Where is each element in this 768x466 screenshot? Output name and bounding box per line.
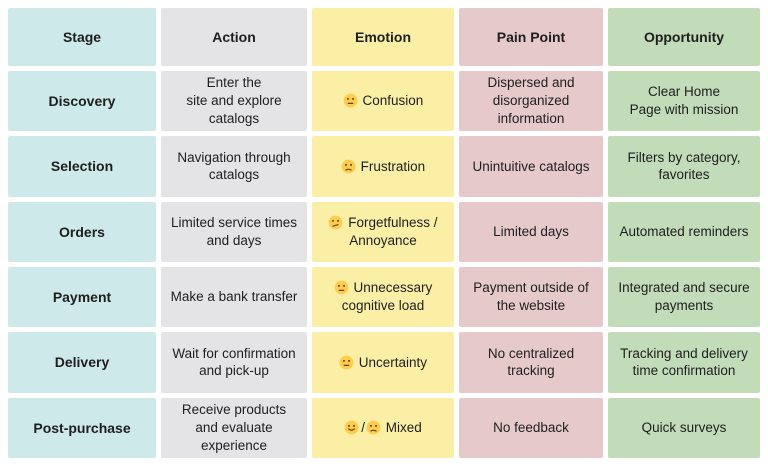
opportunity-cell: Quick surveys bbox=[608, 397, 760, 458]
opportunity-cell: Clear Home Page with mission bbox=[608, 71, 760, 132]
emotion-emoji-icon: / bbox=[344, 420, 382, 435]
emotion-label: Confusion bbox=[362, 93, 424, 109]
emotion-cell: Unnecessary cognitive load bbox=[312, 266, 454, 328]
action-cell: Wait for confirmation and pick-up bbox=[161, 332, 307, 393]
header-opportunity: Opportunity bbox=[608, 8, 760, 66]
emotion-cell: / Mixed bbox=[312, 397, 454, 458]
emoji-unamused-face-icon bbox=[366, 420, 381, 435]
pain-point-cell: Limited days bbox=[459, 201, 603, 262]
opportunity-cell: Automated reminders bbox=[608, 201, 760, 262]
header-pain-point: Pain Point bbox=[459, 8, 603, 66]
stage-cell-selection: Selection bbox=[8, 136, 156, 197]
pain-point-cell: No feedback bbox=[459, 397, 603, 458]
action-cell: Navigation through catalogs bbox=[161, 136, 307, 197]
header-stage: Stage bbox=[8, 8, 156, 66]
emotion-label: Unnecessary cognitive load bbox=[341, 280, 433, 314]
emoji-neutral-face-icon bbox=[334, 280, 349, 295]
pain-point-cell: Dispersed and disorganized information bbox=[459, 71, 603, 132]
pain-point-cell: No centralized tracking bbox=[459, 332, 603, 393]
header-action: Action bbox=[161, 8, 307, 66]
emotion-cell: Frustration bbox=[312, 136, 454, 197]
pain-point-cell: Unintuitive catalogs bbox=[459, 136, 603, 197]
emoji-separator: / bbox=[361, 419, 365, 435]
stage-cell-discovery: Discovery bbox=[8, 71, 156, 132]
action-cell: Limited service times and days bbox=[161, 201, 307, 262]
emotion-emoji-icon bbox=[341, 159, 357, 174]
emotion-cell: Forgetfulness / Annoyance bbox=[312, 201, 454, 262]
stage-cell-delivery: Delivery bbox=[8, 332, 156, 393]
opportunity-cell: Tracking and delivery time confirmation bbox=[608, 332, 760, 393]
action-cell: Receive products and evaluate experience bbox=[161, 397, 307, 458]
emotion-label: Forgetfulness / Annoyance bbox=[348, 215, 438, 248]
emotion-emoji-icon bbox=[328, 215, 344, 230]
emotion-cell: Confusion bbox=[312, 71, 454, 132]
opportunity-cell: Integrated and secure payments bbox=[608, 266, 760, 328]
stage-cell-payment: Payment bbox=[8, 266, 156, 328]
action-cell: Enter the site and explore catalogs bbox=[161, 71, 307, 132]
stage-cell-post-purchase: Post-purchase bbox=[8, 397, 156, 458]
emoji-neutral-face-icon bbox=[343, 93, 358, 108]
emoji-smile-face-icon bbox=[344, 420, 359, 435]
stage-cell-orders: Orders bbox=[8, 201, 156, 262]
pain-point-cell: Payment outside of the website bbox=[459, 266, 603, 328]
action-cell: Make a bank transfer bbox=[161, 266, 307, 328]
emoji-confused-face-icon bbox=[329, 215, 343, 230]
header-emotion: Emotion bbox=[312, 8, 454, 66]
emotion-emoji-icon bbox=[343, 93, 359, 108]
emotion-cell: Uncertainty bbox=[312, 332, 454, 393]
emoji-unamused-face-icon bbox=[341, 159, 356, 173]
opportunity-cell: Filters by category, favorites bbox=[608, 136, 760, 197]
emotion-label: Uncertainty bbox=[358, 354, 428, 370]
emotion-label: Mixed bbox=[385, 419, 422, 435]
emotion-emoji-icon bbox=[334, 280, 350, 295]
emoji-neutral-face-icon bbox=[339, 355, 354, 369]
emotion-label: Frustration bbox=[360, 158, 426, 174]
emotion-emoji-icon bbox=[339, 355, 355, 370]
